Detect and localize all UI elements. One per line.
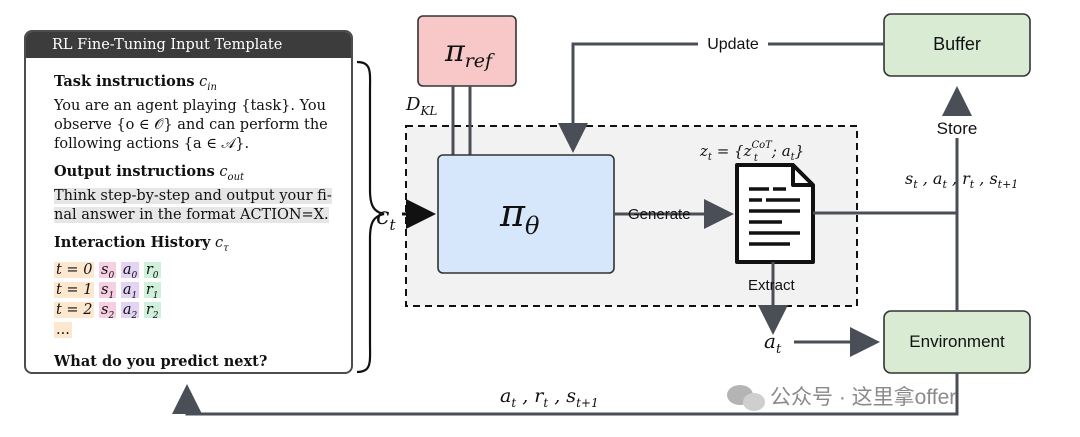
output-instructions: Output instructions cout Think step-by-s…: [54, 162, 341, 225]
pi-ref-label: πref: [444, 34, 495, 72]
history-a-1: a1: [120, 281, 140, 301]
update-label: Update: [707, 36, 759, 53]
generate-label: Generate: [628, 206, 691, 223]
history-t-1: t = 1: [54, 281, 95, 298]
task-sub: c: [199, 74, 208, 90]
history-a-2: a2: [120, 301, 140, 321]
history-r-1: r1: [143, 281, 161, 301]
history-t-0: t = 0: [54, 261, 95, 278]
dkl-label: DKL: [405, 94, 437, 118]
cot-document-icon: [735, 163, 815, 264]
update-arrow: [558, 42, 884, 153]
history-sub-index: τ: [223, 242, 229, 254]
output-heading: Output instructions: [54, 162, 215, 180]
output-line-1: nal answer in the format ACTION=X.: [54, 206, 329, 223]
watermark: 公众号 · 这里拿offer: [727, 385, 956, 411]
state-label: st , at , rt , st+1: [905, 169, 1018, 191]
history-s-0: s0: [99, 261, 117, 281]
bottom-label: at , rt , st+1: [500, 385, 599, 410]
task-sub-index: in: [207, 81, 217, 93]
history-s-2: s2: [99, 301, 117, 321]
history-ellipsis: ...: [54, 321, 72, 338]
history-t-2: t = 2: [54, 301, 95, 318]
watermark-text: 公众号 · 这里拿offer: [770, 385, 956, 409]
store-label: Store: [937, 119, 978, 138]
pi-theta-label: πθ: [499, 191, 540, 240]
feedback-arrow: [172, 373, 959, 416]
history-s-1: s1: [99, 281, 117, 301]
template-body: Task instructions cin You are an agent p…: [26, 58, 351, 371]
output-sub: c: [219, 163, 228, 180]
history-row-1: t = 1 s1 a1 r1: [54, 280, 341, 301]
template-brace: [356, 60, 385, 374]
history-heading: Interaction History: [54, 233, 211, 251]
pi-ref-box: [417, 15, 517, 87]
template-title: RL Fine-Tuning Input Template: [26, 32, 351, 58]
history-row-0: t = 0 s0 a0 r0: [54, 260, 341, 281]
task-heading: Task instructions: [54, 73, 195, 90]
history-r-2: r2: [143, 301, 161, 321]
task-line-2: following actions {a ∈ 𝒜}.: [54, 135, 250, 152]
task-line-0: You are an agent playing {task}. You: [54, 97, 327, 114]
output-sub-index: out: [227, 171, 245, 183]
history-row-2: t = 2 s2 a2 r2: [54, 300, 341, 321]
interaction-history: Interaction History cτ t = 0 s0 a0 r0 t …: [54, 233, 341, 340]
question-text: What do you predict next?: [54, 352, 268, 370]
task-line-1: observe {o ∈ 𝒪} and can perform the: [54, 116, 328, 133]
output-line-0: Think step-by-step and output your fi-: [54, 187, 332, 204]
history-sub: c: [215, 234, 224, 251]
at-label: at: [764, 329, 782, 357]
history-a-0: a0: [120, 261, 140, 281]
environment-label: Environment: [909, 332, 1005, 351]
buffer-label: Buffer: [933, 34, 981, 54]
template-card: RL Fine-Tuning Input Template Task instr…: [24, 30, 353, 374]
task-instructions: Task instructions cin You are an agent p…: [54, 72, 341, 154]
ct-label: ct: [376, 202, 396, 234]
extract-label: Extract: [748, 277, 796, 294]
history-r-0: r0: [143, 261, 161, 281]
